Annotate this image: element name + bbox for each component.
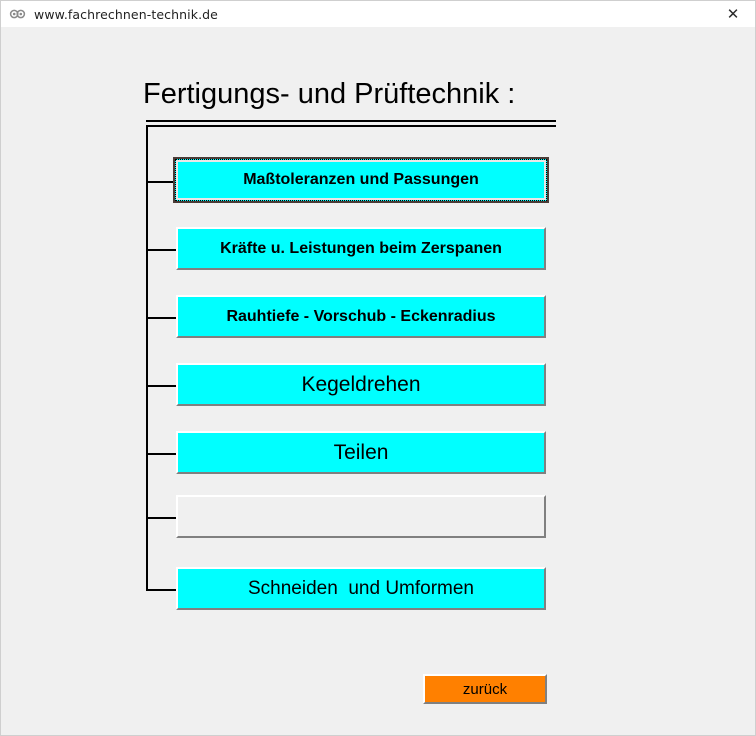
heading-rule-top (146, 120, 556, 122)
tree-connector-line (146, 517, 176, 519)
menu-button-1[interactable]: Maßtoleranzen und Passungen (173, 157, 549, 203)
menu-button-7[interactable]: Schneiden und Umformen (176, 567, 546, 610)
menu-button-label: Rauhtiefe - Vorschub - Eckenradius (226, 307, 496, 325)
page-title: Fertigungs- und Prüftechnik : (143, 78, 516, 110)
tree-connector-line (146, 453, 176, 455)
back-button[interactable]: zurück (423, 674, 547, 704)
tree-vertical-line (146, 125, 148, 591)
content-area: Fertigungs- und Prüftechnik : Maßtoleran… (1, 27, 755, 735)
menu-button-4[interactable]: Kegeldrehen (176, 363, 546, 406)
tree-connector-line (146, 589, 176, 591)
menu-button-label: Teilen (333, 440, 389, 464)
tree-connector-line (146, 385, 176, 387)
tree-connector-line (146, 317, 176, 319)
menu-button-label: Maßtoleranzen und Passungen (175, 159, 547, 201)
link-chain-icon (8, 5, 26, 23)
close-icon[interactable]: ✕ (726, 4, 740, 23)
menu-button-5[interactable]: Teilen (176, 431, 546, 474)
tree-connector-line (146, 181, 176, 183)
menu-button-label: Kräfte u. Leistungen beim Zerspanen (220, 239, 502, 257)
tree-connector-line (146, 249, 176, 251)
menu-button-label: Kegeldrehen (301, 372, 421, 396)
menu-button-6[interactable] (176, 495, 546, 538)
titlebar: www.fachrechnen-technik.de ✕ (1, 1, 755, 28)
menu-button-label: Schneiden und Umformen (247, 577, 474, 599)
menu-button-3[interactable]: Rauhtiefe - Vorschub - Eckenradius (176, 295, 546, 338)
heading-rule-bottom (146, 125, 556, 127)
menu-button-2[interactable]: Kräfte u. Leistungen beim Zerspanen (176, 227, 546, 270)
window-title: www.fachrechnen-technik.de (34, 6, 218, 22)
